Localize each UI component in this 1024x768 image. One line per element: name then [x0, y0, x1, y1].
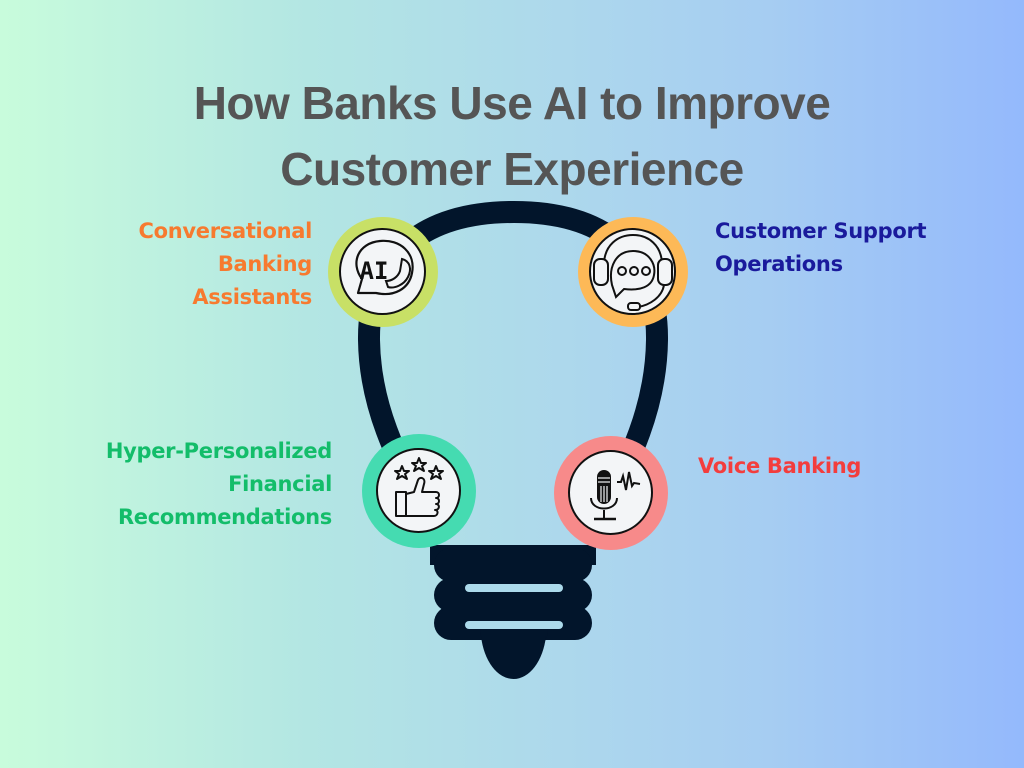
label-line: Operations	[715, 252, 843, 276]
label-line: Banking	[217, 252, 312, 276]
node-hyper-personalized	[362, 434, 476, 548]
label-line: Customer Support	[715, 219, 927, 243]
label-line: Hyper-Personalized	[105, 439, 332, 463]
headset-chat-icon	[593, 233, 673, 311]
bulb-outline	[357, 200, 669, 531]
node-customer-support	[578, 217, 688, 327]
base-thread-1	[465, 584, 563, 592]
label-line: Assistants	[192, 285, 312, 309]
icon-disc	[376, 448, 461, 533]
label-line: Recommendations	[117, 505, 332, 529]
base-thread-2	[465, 621, 563, 629]
node-voice-banking	[554, 436, 668, 550]
svg-text:AI: AI	[360, 257, 389, 285]
label-line: Financial	[228, 472, 332, 496]
thumbs-up-stars-icon	[394, 457, 444, 517]
microphone-wave-icon	[590, 470, 641, 521]
label-line: Voice Banking	[698, 454, 862, 478]
label-conversational-banking: Conversational Banking Assistants	[138, 215, 312, 314]
title-line-2: Customer Experience	[280, 143, 744, 195]
title-line-1: How Banks Use AI to Improve	[193, 77, 831, 129]
label-customer-support: Customer Support Operations	[715, 215, 927, 281]
label-voice-banking: Voice Banking	[698, 450, 861, 483]
page-title: How Banks Use AI to Improve Customer Exp…	[0, 70, 1024, 202]
ai-chat-phone-icon: AI	[355, 239, 414, 296]
bulb-cap	[481, 636, 546, 679]
label-hyper-personalized: Hyper-Personalized Financial Recommendat…	[106, 435, 332, 534]
node-conversational-banking: AI	[328, 217, 438, 327]
label-line: Conversational	[138, 219, 312, 243]
